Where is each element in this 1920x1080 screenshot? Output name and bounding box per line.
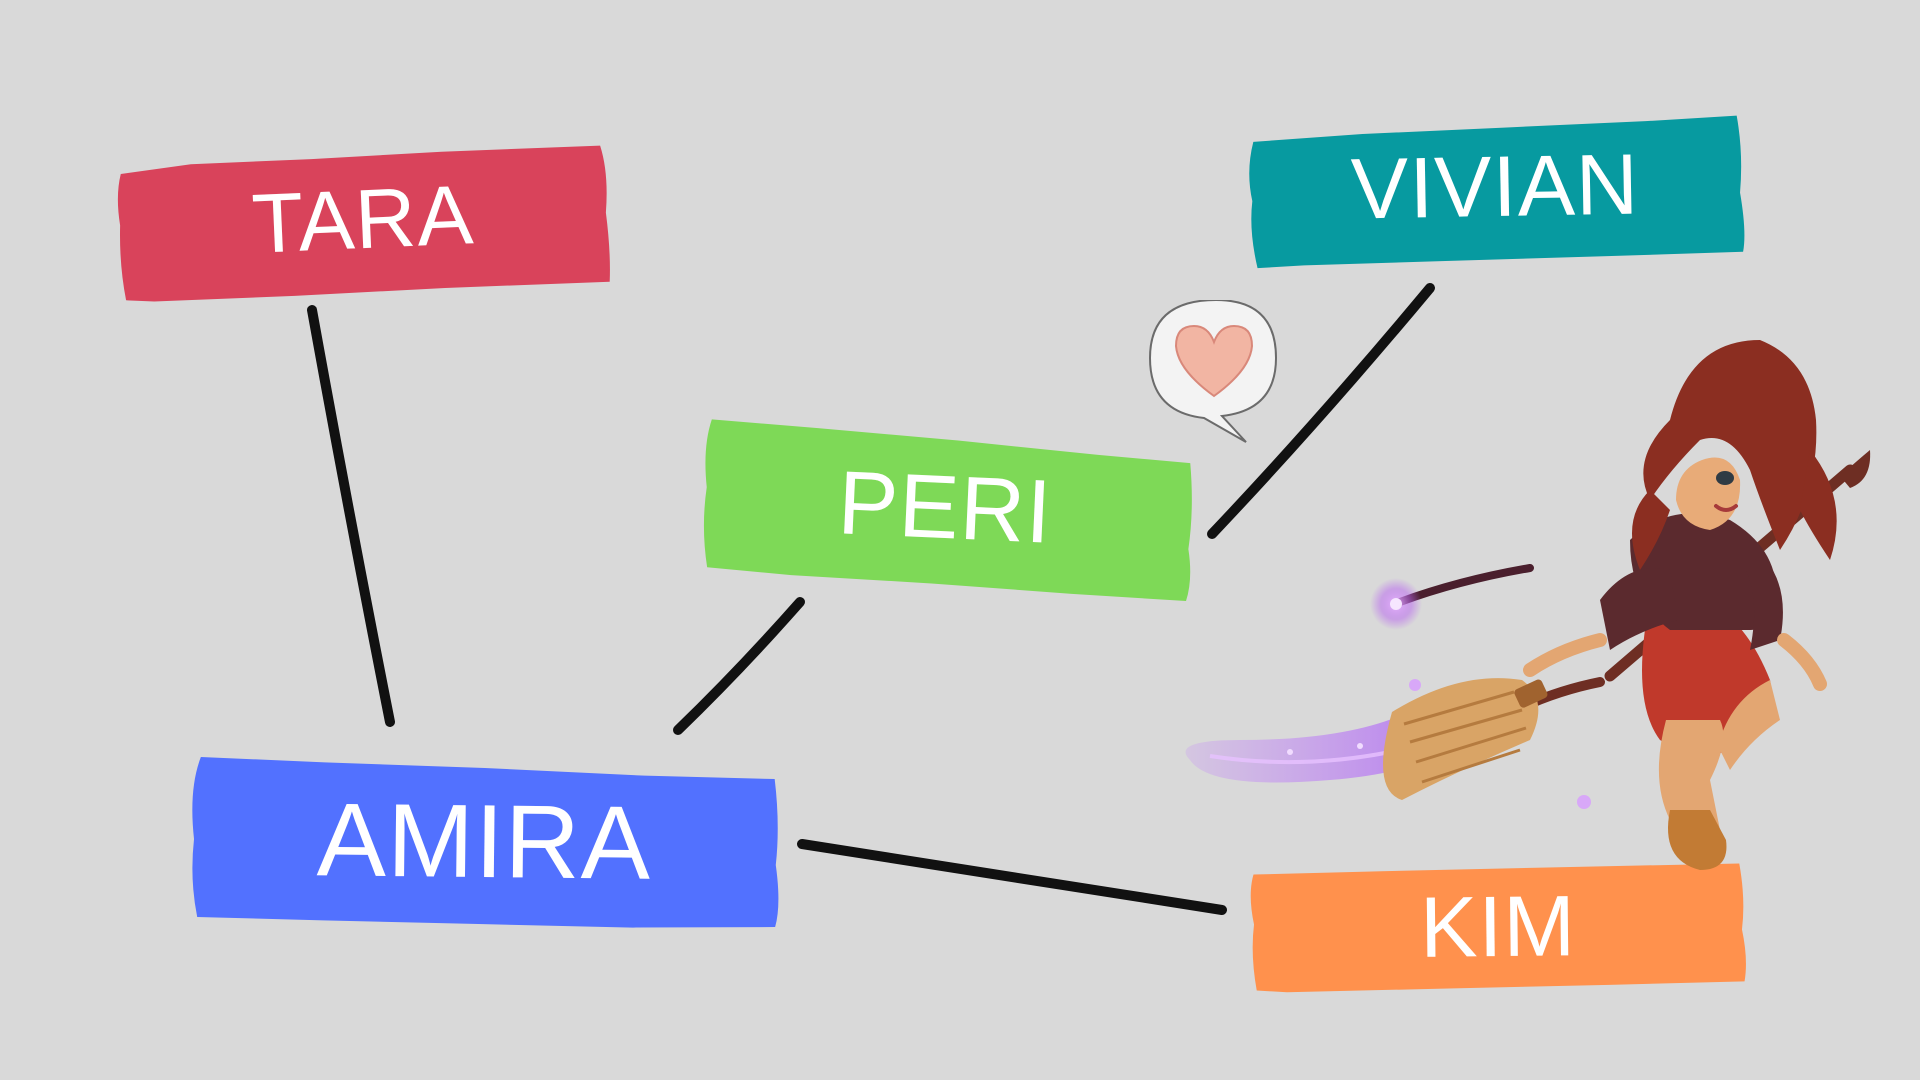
node-amira[interactable]: AMIRA	[183, 749, 785, 935]
node-amira-shape	[192, 757, 779, 928]
edge-amira-kim	[797, 839, 1227, 915]
node-kim-fill	[1250, 863, 1746, 993]
node-kim-shape	[1250, 863, 1746, 993]
node-tara-fill	[117, 145, 610, 302]
witch-illustration	[1148, 300, 1871, 870]
node-tara[interactable]: TARA	[110, 133, 616, 304]
edge-peri-vivian	[1207, 283, 1435, 539]
node-tara-shape	[117, 145, 610, 302]
node-kim[interactable]: KIM	[1245, 859, 1750, 994]
node-vivian[interactable]: VIVIAN	[1241, 104, 1750, 271]
node-peri[interactable]: PERI	[690, 407, 1200, 610]
node-vivian-fill	[1249, 115, 1745, 269]
speech-bubble	[1148, 300, 1278, 443]
node-peri-fill	[703, 419, 1192, 602]
node-peri-shape	[703, 419, 1192, 602]
edge-amira-peri	[673, 597, 805, 735]
node-label: PERI	[835, 452, 1055, 563]
node-label: TARA	[250, 166, 476, 271]
node-vivian-shape	[1249, 115, 1745, 269]
edge-tara-amira	[307, 305, 395, 727]
node-amira-fill	[192, 757, 779, 928]
heart-icon	[1174, 324, 1254, 398]
node-label: AMIRA	[316, 781, 652, 902]
witch-figure	[1370, 340, 1837, 870]
node-label: VIVIAN	[1350, 135, 1640, 238]
